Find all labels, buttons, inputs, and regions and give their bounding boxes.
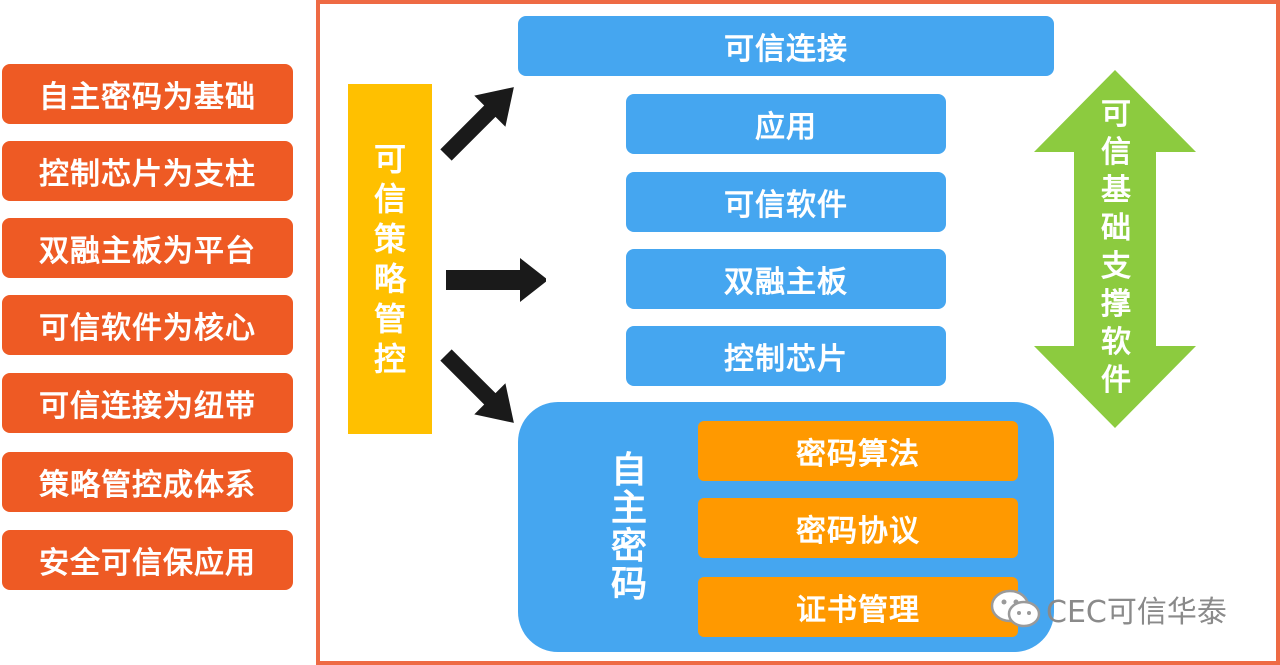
support-char: 件: [1101, 363, 1131, 398]
left-label-6: 策略管控成体系: [2, 452, 293, 512]
crypto-item-protocol: 密码协议: [698, 498, 1018, 558]
left-label-3: 双融主板为平台: [2, 218, 293, 278]
arrow-down-right-icon: [440, 349, 514, 423]
arrow-up-right-icon: [440, 87, 514, 161]
policy-char: 管: [373, 300, 406, 338]
support-char: 础: [1101, 211, 1131, 246]
layer-dual-mainboard: 双融主板: [626, 249, 946, 309]
crypto-title-char: 码: [610, 564, 647, 605]
policy-char: 略: [373, 260, 406, 298]
policy-char: 策: [373, 220, 406, 258]
support-char: 软: [1101, 325, 1131, 360]
layer-trusted-software: 可信软件: [626, 172, 946, 232]
support-char: 支: [1101, 249, 1131, 284]
trusted-connection-box: 可信连接: [518, 16, 1054, 76]
support-char: 基: [1101, 173, 1131, 208]
wechat-icon: [990, 589, 1041, 628]
double-arrow-icon: [1034, 70, 1196, 428]
left-label-4: 可信软件为核心: [2, 295, 293, 355]
watermark-text: CEC可信华泰: [1046, 595, 1227, 630]
crypto-title-char: 主: [610, 488, 647, 529]
crypto-title-char: 密: [610, 526, 647, 567]
crypto-item-algorithm: 密码算法: [698, 421, 1018, 481]
layer-application: 应用: [626, 94, 946, 154]
support-char: 可: [1101, 97, 1131, 132]
left-label-5: 可信连接为纽带: [2, 373, 293, 433]
main-frame: [316, 0, 1280, 665]
crypto-item-certificate: 证书管理: [698, 577, 1018, 637]
left-label-7: 安全可信保应用: [2, 530, 293, 590]
policy-control-bar: 可 信 策 略 管 控: [348, 84, 432, 434]
policy-char: 控: [373, 340, 406, 378]
policy-arrows: [440, 87, 546, 423]
left-label-1: 自主密码为基础: [2, 64, 293, 124]
crypto-title-char: 自: [610, 450, 647, 491]
support-char: 信: [1101, 135, 1131, 170]
policy-char: 可: [373, 140, 406, 178]
arrow-right-icon: [446, 258, 546, 302]
crypto-title: 自 主 密 码: [590, 410, 668, 646]
policy-char: 信: [373, 180, 406, 218]
support-char: 撑: [1101, 287, 1131, 322]
support-software-label: 可 信 基 础 支 撑 软 件: [1076, 96, 1156, 406]
layer-control-chip: 控制芯片: [626, 326, 946, 386]
watermark: CEC可信华泰: [988, 584, 1268, 634]
left-label-2: 控制芯片为支柱: [2, 141, 293, 201]
